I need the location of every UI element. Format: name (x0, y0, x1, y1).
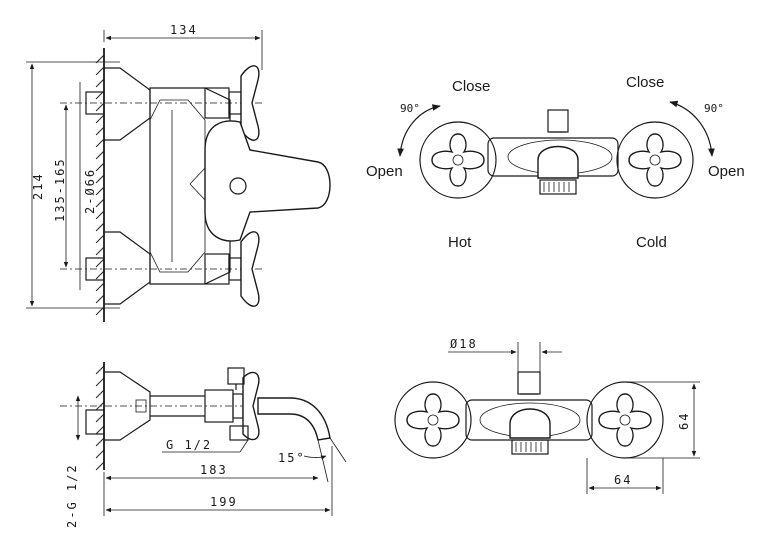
bottom-hot-handle (406, 393, 460, 447)
dim-2-g-1-2: 2-G 1/2 (65, 463, 79, 528)
bottom-cold-handle (598, 393, 652, 447)
dim-2-dia-66: 2-Ø66 (83, 168, 97, 214)
label-hot: Hot (448, 234, 472, 251)
label-90-hot: 90° (400, 102, 420, 115)
dim-135-165: 135-165 (53, 157, 67, 222)
bottom-diverter-knob (517, 371, 541, 395)
spout (204, 120, 331, 242)
bottom-hot-flange (394, 381, 472, 459)
lower-cross-handle (240, 231, 260, 307)
dim-dia-18: Ø18 (450, 337, 478, 351)
hot-rotation-arrow (397, 104, 441, 157)
side-view: G 1/2 15° 183 199 2-G 1/2 (60, 362, 347, 528)
bottom-spout-front (509, 408, 551, 439)
front-elevation-view: 134 214 135-165 2-Ø66 (26, 23, 331, 322)
hot-handle (431, 133, 485, 187)
upper-cross-handle (240, 65, 260, 141)
dim-64-horizontal: 64 (614, 473, 632, 487)
aerator-grid (543, 182, 570, 192)
side-thread-fitting (229, 425, 249, 441)
label-90-cold: 90° (704, 102, 724, 115)
dim-134: 134 (170, 23, 198, 37)
dim-183: 183 (200, 463, 228, 477)
upper-flange (104, 67, 151, 141)
side-cross-handle (242, 371, 260, 441)
side-wall-hatching (95, 365, 105, 471)
dim-g-1-2: G 1/2 (166, 438, 212, 452)
lower-flange (104, 231, 151, 305)
dim-214: 214 (31, 172, 45, 200)
cold-flange-circle (616, 121, 694, 199)
spout-aerator-outlet (229, 177, 247, 195)
label-open-cold: Open (708, 163, 745, 180)
side-diverter-knob (227, 367, 245, 385)
front-view-dimensioned: Ø18 64 64 (394, 337, 700, 494)
diverter-knob (547, 109, 569, 133)
wall-hatching (95, 54, 105, 316)
side-spout (257, 397, 331, 441)
bottom-aerator-grid (515, 442, 542, 452)
cold-handle (628, 133, 682, 187)
label-close-hot: Close (452, 78, 490, 95)
label-cold: Cold (636, 234, 667, 251)
front-view-labeled: Close Close 90° 90° Open Open Hot Cold (366, 74, 745, 251)
spout-front (537, 145, 579, 179)
dim-199: 199 (210, 495, 238, 509)
label-open-hot: Open (366, 163, 403, 180)
hot-flange-circle (419, 121, 497, 199)
side-pipe-stub (85, 409, 105, 435)
dim-15-degrees: 15° (278, 451, 306, 465)
label-close-cold: Close (626, 74, 664, 91)
cold-rotation-arrow (669, 100, 715, 157)
dim-64-vertical: 64 (677, 412, 691, 430)
